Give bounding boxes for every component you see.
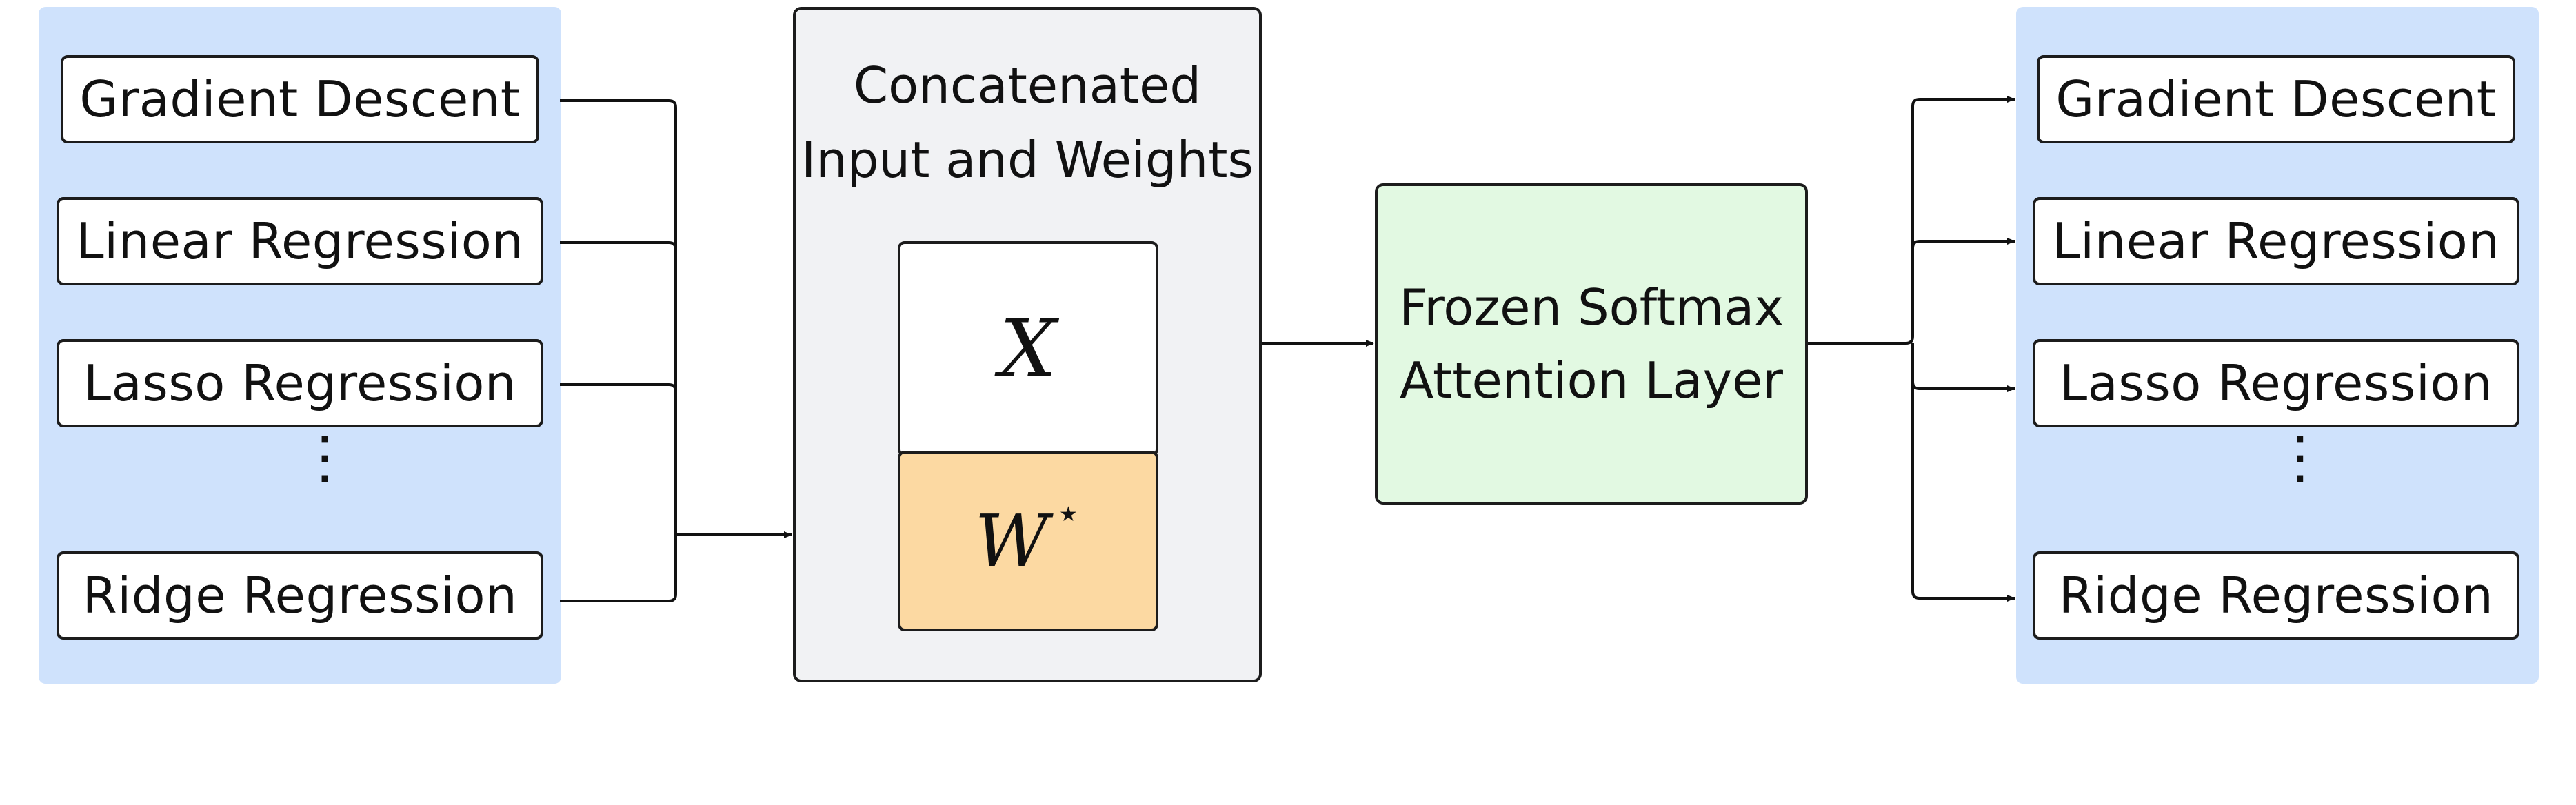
- arrow-output-ridge-regression: [1911, 382, 2015, 602]
- output-linear-regression: Linear Regression: [2033, 197, 2519, 285]
- attention-line2: Attention Layer: [1400, 351, 1783, 409]
- input-ridge-regression: Ridge Regression: [57, 551, 543, 640]
- wire-attention-trunk: [1808, 336, 1914, 345]
- w-superscript: ⋆: [1055, 489, 1082, 538]
- wire-input-ridge-regression: [560, 535, 677, 602]
- arrow-output-lasso-regression: [1911, 343, 2015, 392]
- output-methods-panel: Gradient Descent Linear Regression Lasso…: [2016, 7, 2539, 684]
- arrow-output-linear-regression: [1911, 238, 2015, 249]
- concatenated-input-block: Concatenated Input and Weights X W⋆: [793, 7, 1262, 682]
- x-input-box: X: [898, 241, 1158, 456]
- output-lasso-regression: Lasso Regression: [2033, 339, 2519, 427]
- concat-title-line1: Concatenated: [853, 57, 1202, 114]
- wire-input-linear-regression: [560, 241, 677, 250]
- output-ridge-regression: Ridge Regression: [2033, 551, 2519, 640]
- x-symbol: X: [999, 302, 1057, 396]
- arrow-output-gradient-descent: [1911, 96, 2015, 336]
- w-star-weights-box: W⋆: [898, 451, 1158, 631]
- concat-title: Concatenated Input and Weights: [796, 48, 1259, 197]
- input-methods-panel: Gradient Descent Linear Regression Lasso…: [39, 7, 561, 684]
- input-lasso-regression: Lasso Regression: [57, 339, 543, 427]
- output-gradient-descent: Gradient Descent: [2037, 55, 2515, 143]
- input-gradient-descent: Gradient Descent: [61, 55, 539, 143]
- input-linear-regression: Linear Regression: [57, 197, 543, 285]
- wire-input-gradient-descent: [560, 99, 677, 535]
- concat-title-line2: Input and Weights: [801, 131, 1254, 189]
- wire-input-lasso-regression: [560, 383, 677, 392]
- attention-line1: Frozen Softmax: [1399, 278, 1784, 336]
- frozen-softmax-attention-layer: Frozen Softmax Attention Layer: [1375, 183, 1808, 505]
- w-symbol: W: [974, 499, 1049, 583]
